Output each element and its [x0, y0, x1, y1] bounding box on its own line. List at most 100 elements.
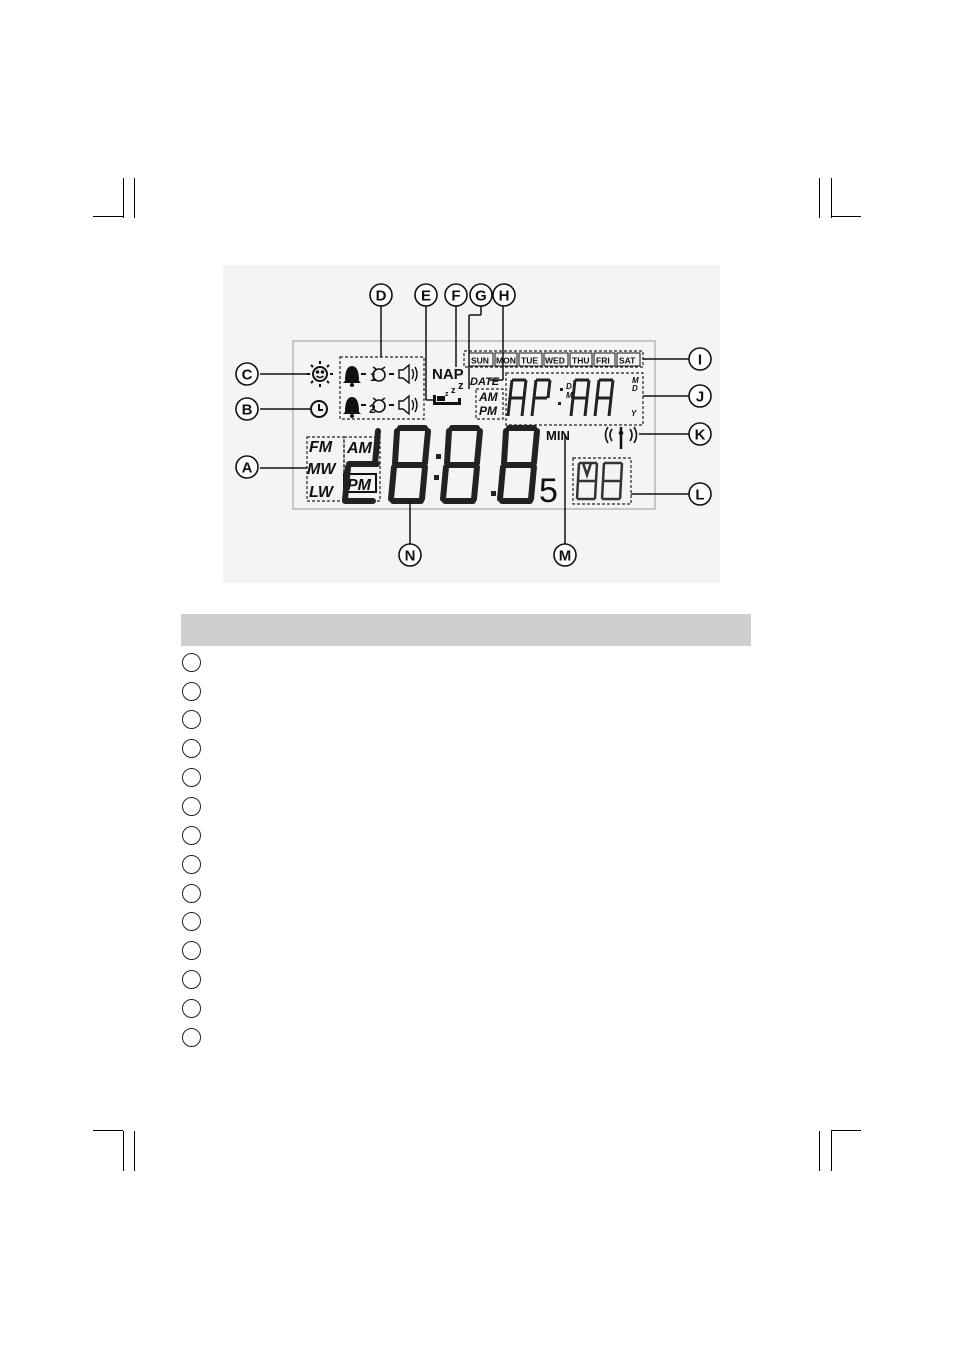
- main-am-label: AM: [346, 440, 373, 457]
- legend-table-header: [181, 614, 751, 646]
- row-marker-circle: [182, 912, 201, 931]
- band-mw: MW: [307, 461, 337, 478]
- callout-lines: [260, 306, 689, 544]
- sun-smiley-icon: [307, 361, 333, 387]
- crop-mark: [831, 178, 832, 218]
- alarm1-number: 1: [370, 370, 377, 384]
- row-marker-circle: [182, 884, 201, 903]
- clock-icon: [310, 400, 328, 418]
- row-marker-circle: [182, 826, 201, 845]
- callout-d: D: [376, 288, 387, 305]
- crop-mark: [819, 178, 820, 218]
- band-lw: LW: [309, 484, 335, 501]
- small-ampm-box: [475, 388, 504, 420]
- main-pm-label: PM: [347, 477, 372, 494]
- callout-e: E: [421, 288, 431, 305]
- band-box: [306, 436, 345, 502]
- date-d-label: D: [566, 382, 572, 391]
- callout-c: C: [242, 367, 253, 384]
- day-wed: WED: [545, 356, 565, 366]
- callout-g: G: [475, 288, 487, 305]
- crop-mark: [831, 1131, 832, 1171]
- radio-signal-icon: [604, 426, 638, 449]
- legend-row: [182, 797, 202, 817]
- legend-row: [182, 682, 202, 702]
- row-marker-circle: [182, 653, 201, 672]
- callout-j: J: [696, 389, 704, 406]
- date-box: [505, 372, 644, 426]
- callout-l: L: [695, 487, 704, 504]
- main-colon: [434, 454, 441, 480]
- day-tue: TUE: [521, 356, 538, 366]
- lcd-svg: 1 2 NAP z z z AM PM DATE: [235, 283, 712, 567]
- crop-mark: [819, 1131, 820, 1171]
- legend-row: [182, 1028, 202, 1048]
- day-fri: FRI: [596, 356, 610, 366]
- day-sun: SUN: [471, 356, 489, 366]
- callout-k: K: [695, 427, 706, 444]
- legend-row: [182, 912, 202, 932]
- legend-row: [182, 999, 202, 1019]
- memory-box: [572, 457, 632, 505]
- alarm1-clock-icon: [372, 366, 386, 382]
- legend-row: [182, 768, 202, 788]
- legend-row: [182, 739, 202, 759]
- min-label: MIN: [546, 428, 570, 443]
- alarm2-clock-icon: [372, 397, 386, 413]
- lcd-display-diagram: 1 2 NAP z z z AM PM DATE: [223, 265, 720, 583]
- lcd-panel: [292, 340, 656, 510]
- row-marker-circle: [182, 1028, 201, 1047]
- legend-row: [182, 884, 202, 904]
- small-pm-label: PM: [479, 404, 498, 418]
- date-y-label: Y: [631, 409, 637, 418]
- crop-mark: [93, 216, 123, 217]
- day-thu: THU: [572, 356, 589, 366]
- crop-mark: [831, 216, 861, 217]
- crop-mark: [123, 178, 124, 218]
- callout-h: H: [499, 288, 510, 305]
- callout-i: I: [698, 352, 702, 369]
- date-d2-label: D: [632, 384, 638, 393]
- nap-label: NAP: [432, 366, 464, 383]
- snooze-z-medium: z: [451, 385, 456, 395]
- row-marker-circle: [182, 970, 201, 989]
- alarm2-number: 2: [369, 402, 376, 416]
- legend-row: [182, 826, 202, 846]
- alarm2-speaker-icon: [398, 394, 418, 416]
- row-marker-circle: [182, 710, 201, 729]
- row-marker-circle: [182, 682, 201, 701]
- callout-m: M: [559, 548, 572, 565]
- day-mon: MON: [496, 356, 516, 366]
- row-marker-circle: [182, 941, 201, 960]
- crop-mark: [134, 1131, 135, 1171]
- main-clock-digits: [342, 425, 540, 504]
- alarm2-bell-icon: [343, 397, 361, 418]
- alarm1-bell-icon: [343, 366, 361, 387]
- legend-row: [182, 941, 202, 961]
- snooze-z-small: z: [445, 391, 449, 398]
- row-marker-circle: [182, 768, 201, 787]
- row-marker-circle: [182, 855, 201, 874]
- memory-digits: [575, 461, 624, 501]
- day-sat: SAT: [619, 356, 636, 366]
- date-m2-label: M: [632, 376, 639, 385]
- row-marker-circle: [182, 999, 201, 1018]
- legend-row: [182, 970, 202, 990]
- callout-f: F: [451, 288, 460, 305]
- band-fm: FM: [309, 439, 333, 456]
- main-decimal: [491, 491, 496, 496]
- callout-n: N: [405, 548, 416, 565]
- legend-row: [182, 855, 202, 875]
- callout-circles: [235, 283, 712, 567]
- row-marker-circle: [182, 739, 201, 758]
- crop-mark: [93, 1130, 123, 1131]
- date-m-label: M: [566, 391, 573, 400]
- callout-b: B: [242, 402, 253, 419]
- date-label: DATE: [470, 376, 500, 388]
- row-marker-circle: [182, 797, 201, 816]
- crop-mark: [134, 178, 135, 218]
- small-am-label: AM: [478, 390, 499, 404]
- legend-row: [182, 710, 202, 730]
- snooze-z-large: z: [458, 380, 464, 392]
- crop-mark: [123, 1131, 124, 1171]
